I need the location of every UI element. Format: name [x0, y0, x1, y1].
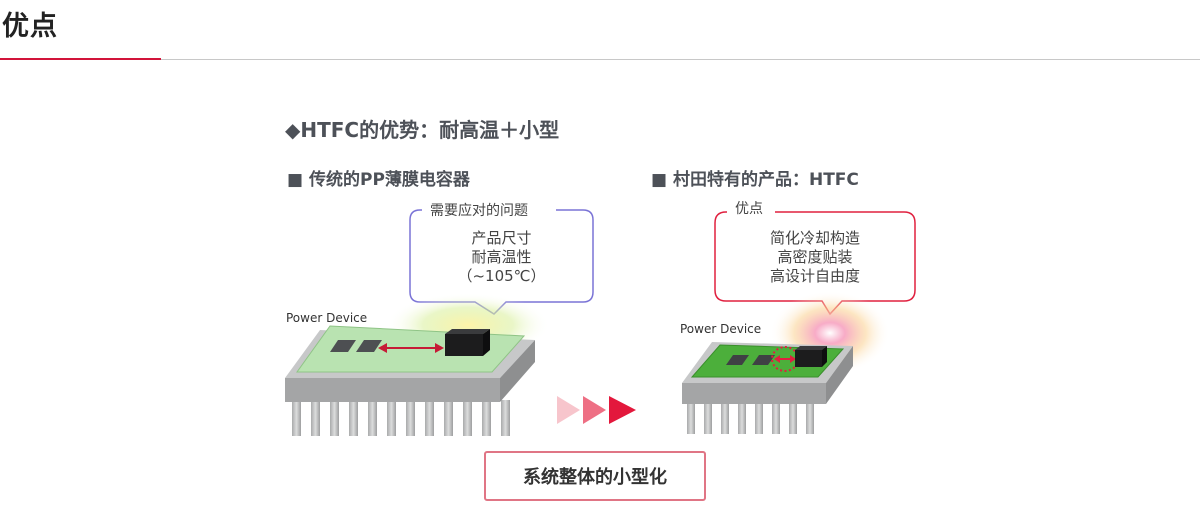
left-heatsink-fins: [292, 400, 510, 436]
page-title: 优点: [2, 11, 58, 42]
left-small-chip: [356, 340, 382, 352]
right-heatsink-device: [682, 342, 853, 434]
right-callout-line: 高密度贴装: [777, 248, 853, 266]
left-heatsink-device: [285, 325, 535, 436]
right-small-chip: [726, 355, 749, 365]
right-heatsink-fins: [687, 401, 814, 434]
arrow-light: [557, 396, 580, 424]
right-section-title: ■ 村田特有的产品：HTFC: [651, 170, 859, 190]
left-small-chip: [330, 340, 356, 352]
right-small-chip: [752, 355, 775, 365]
transition-arrows: [557, 396, 636, 424]
left-section-title: ■ 传统的PP薄膜电容器: [287, 170, 470, 190]
left-device-label: Power Device: [286, 311, 368, 325]
title-rule: [0, 59, 1200, 60]
right-callout-line: 高设计自由度: [769, 267, 860, 285]
left-pp-film-capacitor: [445, 329, 490, 356]
right-device-label: Power Device: [680, 322, 762, 336]
arrow-dark: [609, 396, 636, 424]
left-callout-line: 耐高温性: [471, 248, 532, 266]
left-callout-line: （~105℃）: [457, 267, 546, 285]
left-callout-body: 产品尺寸 耐高温性 （~105℃）: [410, 229, 593, 286]
result-box: 系统整体的小型化: [484, 451, 706, 501]
diagram-heading: ◆HTFC的优势：耐高温＋小型: [285, 118, 560, 142]
right-callout-body: 简化冷却构造 高密度贴装 高设计自由度: [715, 229, 915, 286]
right-htfc-capacitor: [795, 346, 827, 367]
title-accent-bar: [0, 58, 161, 60]
left-callout-line: 产品尺寸: [471, 229, 532, 247]
right-callout-label: 优点: [727, 200, 771, 218]
arrow-mid: [583, 396, 606, 424]
left-callout-label: 需要应对的问题: [422, 202, 536, 220]
right-callout-line: 简化冷却构造: [769, 229, 860, 247]
